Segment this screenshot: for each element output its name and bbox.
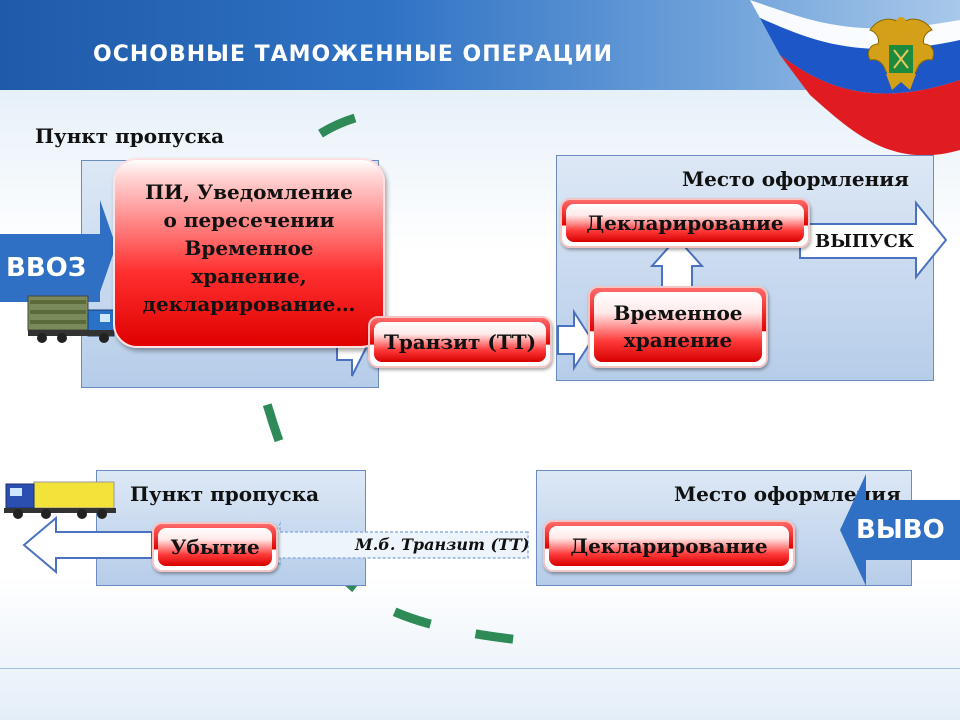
export-declaration-box: Декларирование <box>543 520 795 572</box>
temp-storage-box: Временное хранение <box>588 286 768 368</box>
exit-label: Убытие <box>170 534 260 559</box>
checkpoint-op-line: хранение, <box>191 264 307 288</box>
transit-box: Транзит (ТТ) <box>368 316 552 368</box>
temp-storage-line: Временное <box>613 301 743 325</box>
checkpoint-op-line: Временное <box>184 236 314 260</box>
footer-divider <box>0 668 960 669</box>
transit-label: Транзит (ТТ) <box>383 329 537 354</box>
customs-emblem-icon <box>867 17 935 90</box>
declaration-box: Декларирование <box>560 198 810 248</box>
import-clearance-label: Место оформления <box>682 167 909 191</box>
declaration-label: Декларирование <box>586 210 784 235</box>
checkpoint-op-line: декларирование… <box>142 292 356 316</box>
release-label: ВЫПУСК <box>815 231 915 252</box>
checkpoint-op-line: ПИ, Уведомление <box>145 180 353 204</box>
export-transit-label: М.б. Транзит (ТТ) <box>355 535 530 554</box>
exit-box: Убытие <box>152 522 278 572</box>
export-declaration-label: Декларирование <box>570 533 768 558</box>
import-checkpoint-label: Пункт пропуска <box>35 124 225 148</box>
checkpoint-operations-box: ПИ, Уведомление о пересечении Временное … <box>113 158 385 348</box>
checkpoint-op-line: о пересечении <box>163 208 335 232</box>
page-title: ОСНОВНЫЕ ТАМОЖЕННЫЕ ОПЕРАЦИИ <box>93 42 614 67</box>
export-checkpoint-label: Пункт пропуска <box>130 482 320 506</box>
import-entry-tab: ВВОЗ <box>6 253 87 283</box>
export-exit-tab: ВЫВО <box>856 515 945 545</box>
temp-storage-line: хранение <box>623 328 733 352</box>
